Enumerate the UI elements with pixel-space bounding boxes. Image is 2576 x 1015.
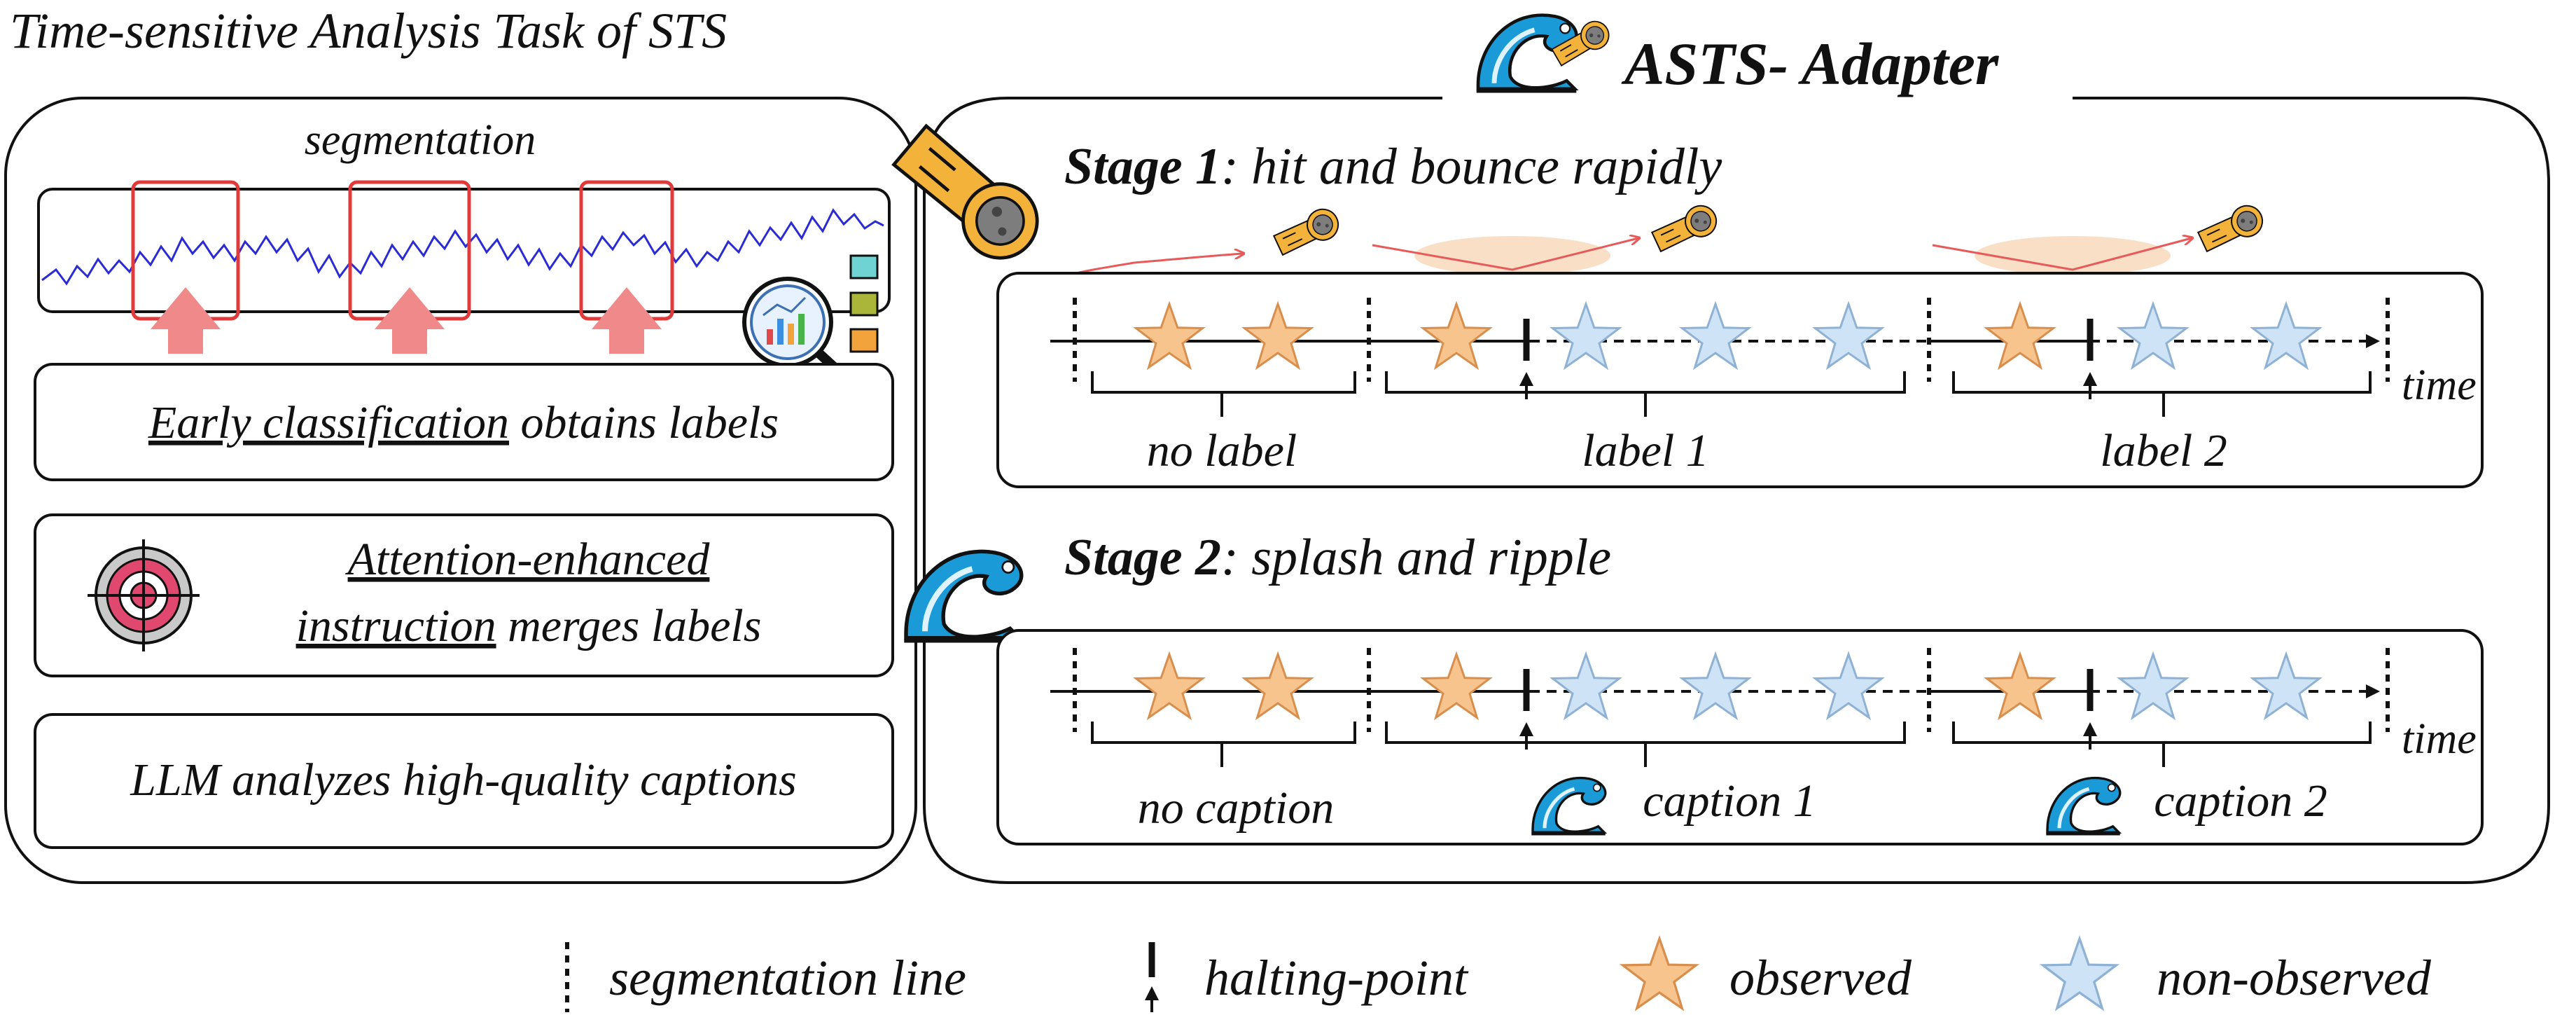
legend-halting-point-label: halting-point xyxy=(1204,950,1469,1006)
instruction-rest: merges labels xyxy=(496,600,762,651)
llm-captions-text: LLM analyzes high-quality captions xyxy=(130,754,796,806)
stage1-axis-label: time xyxy=(2402,361,2477,409)
segmentation-label: segmentation xyxy=(305,116,536,164)
stage2-bold: Stage 2 xyxy=(1064,529,1221,586)
target-icon xyxy=(88,539,200,651)
wave-icon-stage2 xyxy=(904,551,1021,640)
bounce-trajectory xyxy=(1035,236,2192,291)
early-classification-underlined: Early classification xyxy=(148,397,509,448)
step-llm-captions: LLM analyzes high-quality captions xyxy=(34,713,894,849)
svg-text:Stage 2: splash and ripple: Stage 2: splash and ripple xyxy=(1064,529,1611,586)
meteor-icon-bounce-3 xyxy=(2195,200,2269,257)
legend-observed-label: observed xyxy=(1729,950,1912,1006)
stage2-rest: : splash and ripple xyxy=(1221,529,1611,586)
legend-non-observed-label: non-observed xyxy=(2157,950,2432,1006)
instruction-underlined: instruction xyxy=(296,600,496,651)
up-arrow-3 xyxy=(592,287,662,354)
up-arrow-1 xyxy=(151,287,221,354)
stage2-axis-label: time xyxy=(2402,715,2477,763)
left-panel: Time-sensitive Analysis Task of STS segm… xyxy=(4,3,917,884)
meteor-icon-bounce-1 xyxy=(1271,203,1344,261)
left-panel-title: Time-sensitive Analysis Task of STS xyxy=(10,3,727,59)
plot-frame xyxy=(37,188,891,313)
meteor-icon-stage1 xyxy=(886,117,1052,273)
left-panel-frame xyxy=(4,97,917,884)
stage1-rest: : hit and bounce rapidly xyxy=(1221,138,1722,195)
svg-text:Stage 1: hit and bounce rapidl: Stage 1: hit and bounce rapidly xyxy=(1064,138,1722,195)
stage2-timeline: time no caption caption 1 caption 2 xyxy=(1050,648,2477,834)
svg-text:instruction merges labels: instruction merges labels xyxy=(296,600,762,651)
meteor-icon-bounce-2 xyxy=(1649,200,1722,257)
right-panel: ASTS- Adapter Stage 1: hit and bounce ra… xyxy=(886,15,2550,884)
stage1-segment-label-1: label 1 xyxy=(1582,425,1708,476)
svg-text:Early classification obtains l: Early classification obtains labels xyxy=(148,397,779,448)
segmentation-plot xyxy=(37,180,891,354)
time-series-line xyxy=(41,208,884,286)
stage2-segment-label-0: no caption xyxy=(1138,782,1334,834)
early-classification-rest: obtains labels xyxy=(509,397,779,448)
stage1-segment-label-0: no label xyxy=(1147,425,1297,476)
step-attention-instruction: Attention-enhanced instruction merges la… xyxy=(34,513,894,677)
right-panel-title: ASTS- Adapter xyxy=(1621,30,2000,97)
stage2-segment-label-1: caption 1 xyxy=(1643,775,1816,827)
stage1-timeline: time no label label 1 label 2 xyxy=(1050,298,2477,476)
attention-enhanced-line1: Attention-enhanced xyxy=(345,534,711,585)
stage2-segment-label-2: caption 2 xyxy=(2154,775,2327,827)
legend-observed-star xyxy=(1621,937,1698,1010)
stage1-bold: Stage 1 xyxy=(1064,138,1221,195)
step-early-classification: Early classification obtains labels xyxy=(34,363,894,481)
up-arrow-2 xyxy=(375,287,445,354)
legend-non-observed-star xyxy=(2041,937,2118,1010)
legend: segmentation line halting-point observed… xyxy=(565,937,2432,1012)
stage1-segment-label-2: label 2 xyxy=(2100,425,2227,476)
legend-segmentation-line-label: segmentation line xyxy=(609,950,966,1006)
